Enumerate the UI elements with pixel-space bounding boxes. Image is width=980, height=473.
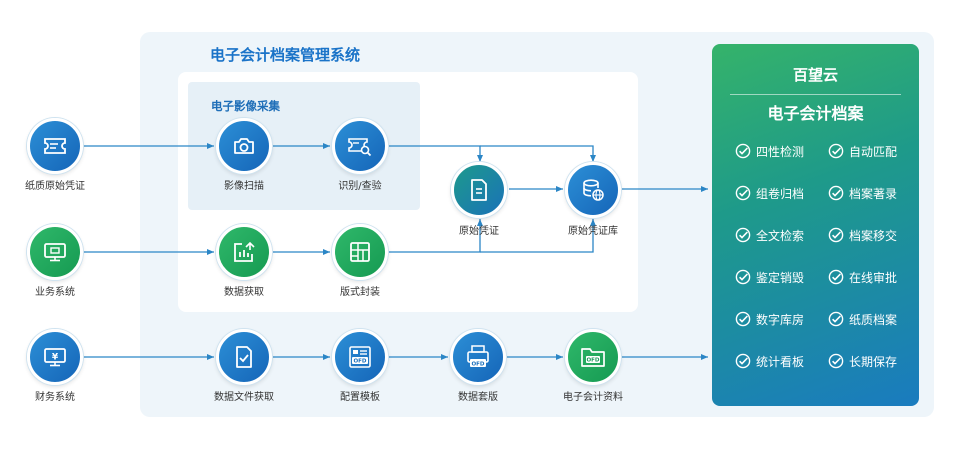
feature-item: 组卷归档 [735, 184, 804, 202]
data-layout-label: 数据套版 [458, 392, 498, 403]
feature-label: 长期保存 [849, 354, 898, 369]
feature-item: 档案著录 [828, 184, 897, 202]
chart-upload-icon [234, 241, 255, 262]
voucher-library-node [565, 162, 621, 218]
finance-system-node: ¥ [27, 329, 83, 385]
printer-ofd-icon: OFD [467, 345, 489, 367]
monitor-icon [44, 243, 66, 262]
feature-item: 统计看板 [735, 352, 804, 370]
svg-text:OFD: OFD [587, 358, 600, 364]
yen-monitor-icon: ¥ [44, 348, 66, 367]
original-voucher-node [451, 162, 507, 218]
card-divider [730, 94, 901, 95]
accounting-material-node: OFD [565, 329, 621, 385]
card-title: 电子会计档案 [767, 104, 864, 123]
connector-recognize-original [389, 145, 483, 162]
feature-item: 全文检索 [735, 226, 804, 244]
feature-item: 鉴定销毁 [735, 268, 804, 286]
paper-voucher-label: 纸质原始凭证 [25, 181, 85, 192]
feature-label: 全文检索 [756, 228, 805, 243]
ticket-search-icon [348, 138, 372, 157]
connector-seal-library [480, 219, 596, 253]
check-circle-icon [735, 269, 751, 285]
feature-label: 档案著录 [849, 186, 898, 201]
check-circle-icon [828, 143, 844, 159]
ofd-template-icon: OFD [349, 346, 371, 368]
check-circle-icon [828, 269, 844, 285]
feature-label: 统计看板 [756, 354, 805, 369]
check-circle-icon [828, 311, 844, 327]
ticket-icon [44, 138, 66, 154]
recognize-node [332, 118, 388, 174]
data-fetch-node [216, 224, 272, 280]
archive-card: 百望云 电子会计档案 四性检测 自动匹配组卷归档 档案著录全文检索 档案移交鉴定销毁 在… [712, 44, 919, 406]
data-layout-node: OFD [450, 329, 506, 385]
brand-name: 百望云 [792, 66, 838, 84]
feature-label: 纸质档案 [849, 312, 898, 327]
feature-item: 纸质档案 [828, 310, 897, 328]
business-system-label: 业务系统 [35, 287, 75, 298]
svg-text:OFD: OFD [472, 361, 485, 367]
check-circle-icon [735, 143, 751, 159]
feature-item: 自动匹配 [828, 142, 897, 160]
layout-seal-node [332, 224, 388, 280]
business-system-node [27, 224, 83, 280]
accounting-material-label: 电子会计资料 [563, 392, 623, 403]
feature-label: 档案移交 [849, 228, 898, 243]
file-fetch-node [216, 329, 272, 385]
svg-text:¥: ¥ [52, 353, 59, 363]
system-title: 电子会计档案管理系统 [210, 46, 361, 64]
layout-seal-label: 版式封装 [340, 287, 380, 298]
connector-recognize-library [480, 145, 596, 162]
grid-icon [350, 242, 370, 262]
finance-system-label: 财务系统 [35, 392, 75, 403]
check-circle-icon [828, 227, 844, 243]
feature-label: 鉴定销毁 [756, 270, 805, 285]
database-globe-icon [583, 179, 604, 201]
ofd-folder-icon: OFD [581, 348, 605, 367]
feature-label: 在线审批 [849, 270, 898, 285]
recognize-label: 识别/查验 [338, 181, 382, 192]
image-scan-node [216, 118, 272, 174]
check-circle-icon [735, 227, 751, 243]
paper-voucher-node [27, 118, 83, 174]
feature-label: 数字库房 [756, 312, 805, 327]
camera-icon [234, 138, 254, 154]
capture-title: 电子影像采集 [211, 99, 280, 113]
config-template-node: OFD [332, 329, 388, 385]
file-fetch-label: 数据文件获取 [214, 392, 274, 403]
check-circle-icon [828, 353, 844, 369]
feature-item: 数字库房 [735, 310, 804, 328]
check-circle-icon [828, 185, 844, 201]
file-check-icon [236, 346, 252, 368]
config-template-label: 配置模板 [340, 392, 380, 403]
document-icon [471, 179, 487, 201]
check-circle-icon [735, 353, 751, 369]
data-fetch-label: 数据获取 [224, 287, 264, 298]
feature-label: 自动匹配 [849, 144, 898, 159]
feature-label: 四性检测 [756, 144, 805, 159]
feature-item: 长期保存 [828, 352, 897, 370]
voucher-library-label: 原始凭证库 [568, 226, 618, 237]
feature-item: 在线审批 [828, 268, 897, 286]
check-circle-icon [735, 311, 751, 327]
svg-text:OFD: OFD [354, 359, 367, 365]
check-circle-icon [735, 185, 751, 201]
feature-item: 四性检测 [735, 142, 804, 160]
feature-label: 组卷归档 [756, 186, 805, 201]
feature-item: 档案移交 [828, 226, 897, 244]
original-voucher-label: 原始凭证 [459, 226, 499, 237]
image-scan-label: 影像扫描 [224, 181, 264, 192]
